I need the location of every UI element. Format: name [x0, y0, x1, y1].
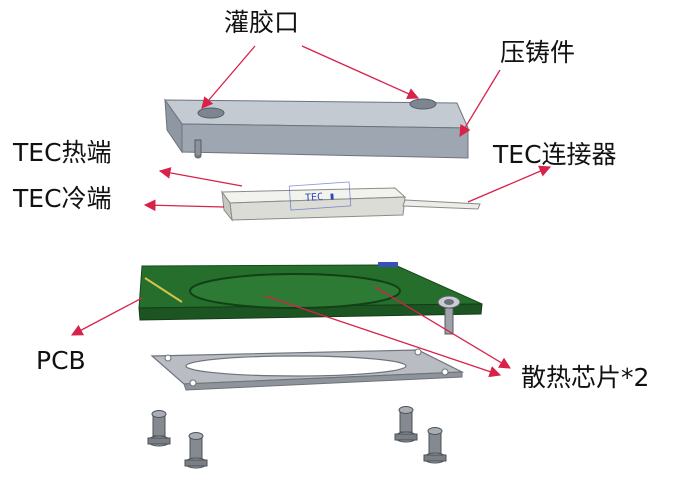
glue-port-hole-left [197, 107, 225, 119]
locating-pin [194, 139, 202, 157]
die-cast-part [164, 98, 469, 159]
label-tec-cold: TEC冷端 [13, 184, 112, 213]
screw-2 [184, 432, 208, 469]
arrow-pcb [70, 297, 143, 336]
arrow-glue-port-right [301, 45, 420, 100]
glue-port-hole-right [409, 98, 437, 110]
label-glue-port: 灌胶口 [224, 8, 300, 37]
heat-chip-pad [189, 273, 401, 309]
tec-module: TEC ▮ [221, 181, 481, 222]
screw-3 [394, 406, 418, 443]
arrow-tec-hot [158, 167, 243, 187]
label-heat-chip: 散热芯片*2 [521, 363, 650, 392]
arrow-heat-chip-2 [374, 286, 512, 369]
arrow-cast-part [459, 69, 501, 138]
screw-1 [147, 410, 171, 447]
gasket [150, 348, 465, 391]
screw-4 [423, 427, 447, 464]
label-cast-part: 压铸件 [500, 38, 576, 67]
arrow-glue-port-left [201, 45, 256, 109]
arrow-tec-connector [467, 165, 552, 203]
label-pcb: PCB [36, 346, 86, 375]
arrow-tec-cold [143, 199, 225, 212]
svg-text:TEC ▮: TEC ▮ [305, 191, 336, 204]
arrow-heat-chip-1 [264, 295, 502, 378]
pcb-edge-trace [144, 277, 183, 303]
pcb-board [138, 262, 483, 335]
tec-connector-lead [402, 199, 481, 210]
pcb-connector [378, 262, 398, 267]
label-tec-hot: TEC热端 [13, 138, 112, 167]
label-tec-connector: TEC连接器 [493, 140, 617, 169]
